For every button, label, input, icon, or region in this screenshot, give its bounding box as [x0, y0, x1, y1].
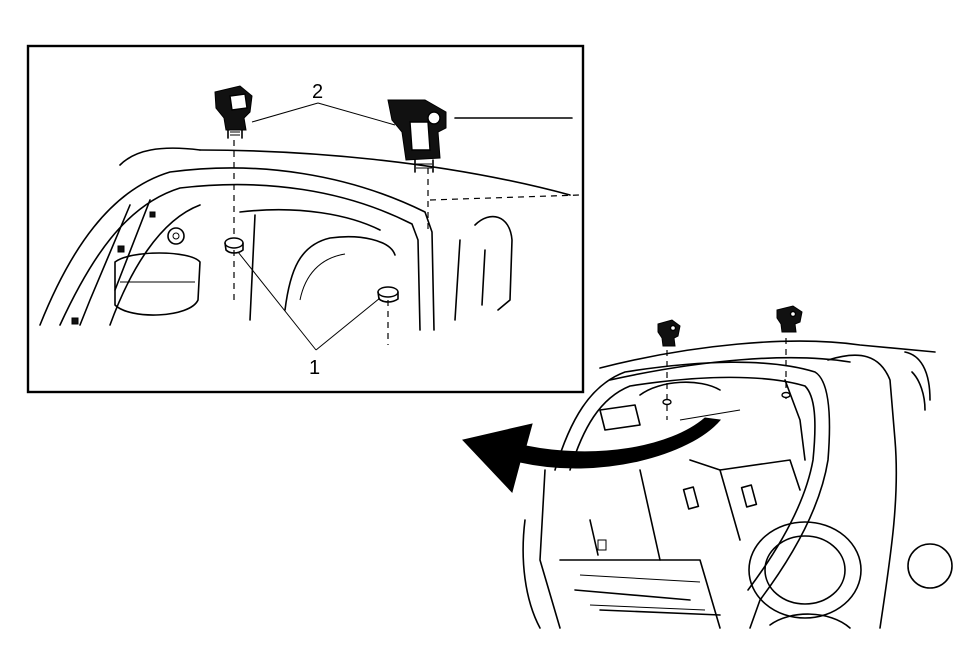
callout-2-leader-left [251, 102, 319, 123]
callout-2-leader-right [317, 102, 396, 126]
callout-1-leader-left [237, 251, 317, 351]
callout-2: 2 [312, 81, 323, 103]
bumper-cap-icon [657, 319, 681, 347]
detail-inset-frame [26, 44, 585, 394]
detail-inset: 2 1 [26, 44, 585, 394]
callout-1: 1 [309, 357, 320, 379]
nut-icon [662, 398, 672, 406]
curved-arrow-icon [462, 417, 721, 493]
bumper-cap-icon [776, 305, 803, 333]
nut-icon [224, 237, 244, 254]
detail-inset-drawing [39, 117, 581, 345]
callout-1-leader-right [315, 297, 381, 351]
bumper-cap-icon [214, 85, 253, 139]
nut-icon [781, 391, 791, 399]
bumper-cap-icon [387, 99, 447, 173]
vehicle-overview [522, 305, 953, 629]
